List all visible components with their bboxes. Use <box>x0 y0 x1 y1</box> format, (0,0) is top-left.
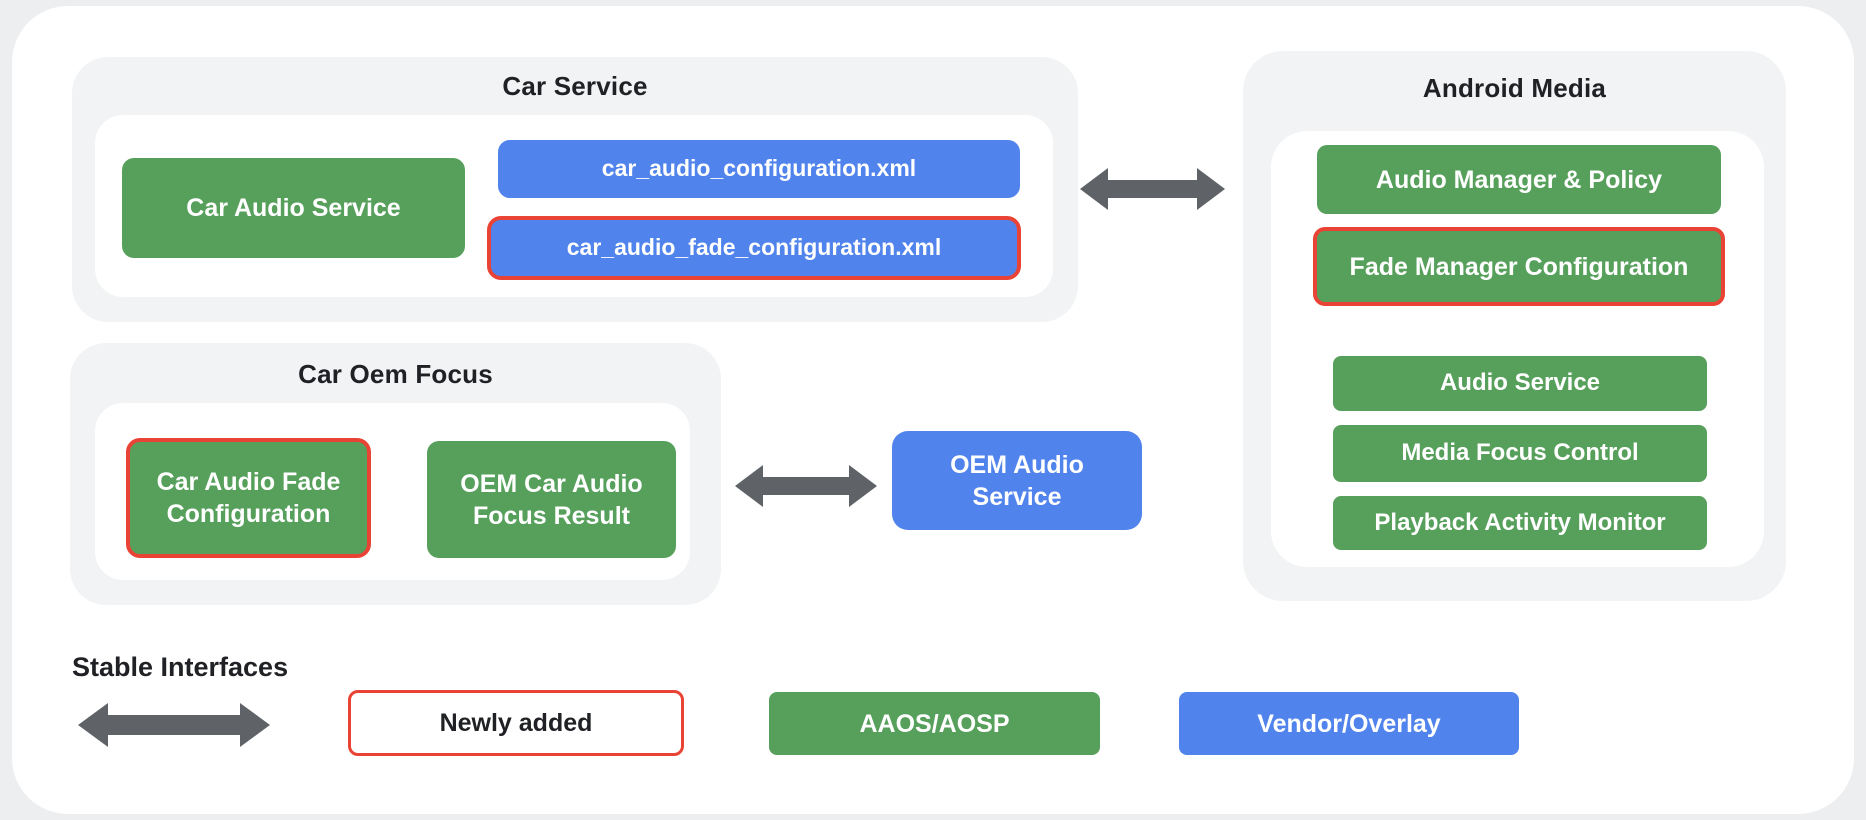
android-media-title: Android Media <box>1422 73 1607 103</box>
car-oem-focus-title: Car Oem Focus <box>298 359 493 389</box>
box-media-focus-control: Media Focus Control <box>1333 425 1707 482</box>
box-playback-activity-monitor: Playback Activity Monitor <box>1333 496 1707 550</box>
legend-aaos-aosp: AAOS/AOSP <box>769 692 1100 755</box>
box-car-audio-configuration-xml: car_audio_configuration.xml <box>498 140 1020 198</box>
box-fade-manager-configuration: Fade Manager Configuration <box>1313 227 1725 306</box>
box-oem-audio-service: OEM Audio Service <box>892 431 1142 530</box>
legend-vendor-overlay: Vendor/Overlay <box>1179 692 1519 755</box>
box-audio-service: Audio Service <box>1333 356 1707 411</box>
legend-stable-interfaces-label: Stable Interfaces <box>72 652 289 682</box>
bidirectional-arrow-icon <box>1080 168 1225 210</box>
car-service-title: Car Service <box>502 71 648 101</box>
box-car-audio-fade-configuration-xml: car_audio_fade_configuration.xml <box>487 216 1021 280</box>
box-car-audio-fade-configuration: Car Audio Fade Configuration <box>126 438 371 558</box>
legend-newly-added: Newly added <box>348 690 684 756</box>
box-oem-car-audio-focus-result: OEM Car Audio Focus Result <box>427 441 676 558</box>
bidirectional-arrow-icon <box>78 703 270 747</box>
box-car-audio-service: Car Audio Service <box>122 158 465 258</box>
box-audio-manager-policy: Audio Manager & Policy <box>1317 145 1721 214</box>
bidirectional-arrow-icon <box>735 465 877 507</box>
